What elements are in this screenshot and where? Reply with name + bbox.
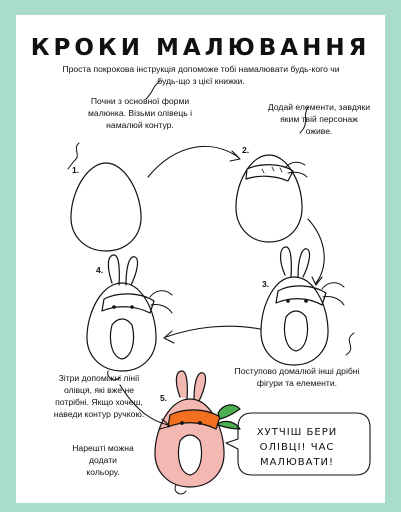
step-4-bunny-drawing xyxy=(86,254,173,381)
speech-bubble xyxy=(225,412,371,476)
intro-text: Проста покрокова інструкція допоможе тоб… xyxy=(62,64,340,86)
step-2-egg-drawing xyxy=(235,106,309,243)
step-1-note: Почни з основної форми малюнка. Візьми о… xyxy=(88,96,193,130)
step-2-note: Додай елементи, завдяки яким твій персон… xyxy=(267,102,371,136)
step-2-number: 2. xyxy=(242,145,250,155)
step-4-note: Зітри допоміжні лінії олівця, які вже не… xyxy=(53,373,145,419)
step-3-number: 3. xyxy=(262,279,270,289)
step-5-number: 5. xyxy=(160,393,168,403)
step-1-egg-drawing xyxy=(67,142,142,252)
step-3-note: Поступово домалюй інші дрібні фігури та … xyxy=(234,366,360,388)
flow-arrows xyxy=(119,80,325,430)
step-3-bunny-drawing xyxy=(260,246,355,366)
speech-bubble-text: ХУТЧІШ БЕРИ ОЛІВЦІ! ЧАС МАЛЮВАТИ! xyxy=(256,427,338,468)
step-4-number: 4. xyxy=(96,265,104,275)
step-5-coloured-bunny xyxy=(154,370,241,495)
step-1-number: 1. xyxy=(72,165,80,175)
page-title: КРОКИ МАЛЮВАННЯ xyxy=(30,35,371,61)
instruction-page: КРОКИ МАЛЮВАННЯ Проста покрокова інструк… xyxy=(16,15,385,503)
step-5-note: Нарешті можна додати кольору. xyxy=(72,443,134,477)
drawing-steps-illustration xyxy=(67,80,371,495)
